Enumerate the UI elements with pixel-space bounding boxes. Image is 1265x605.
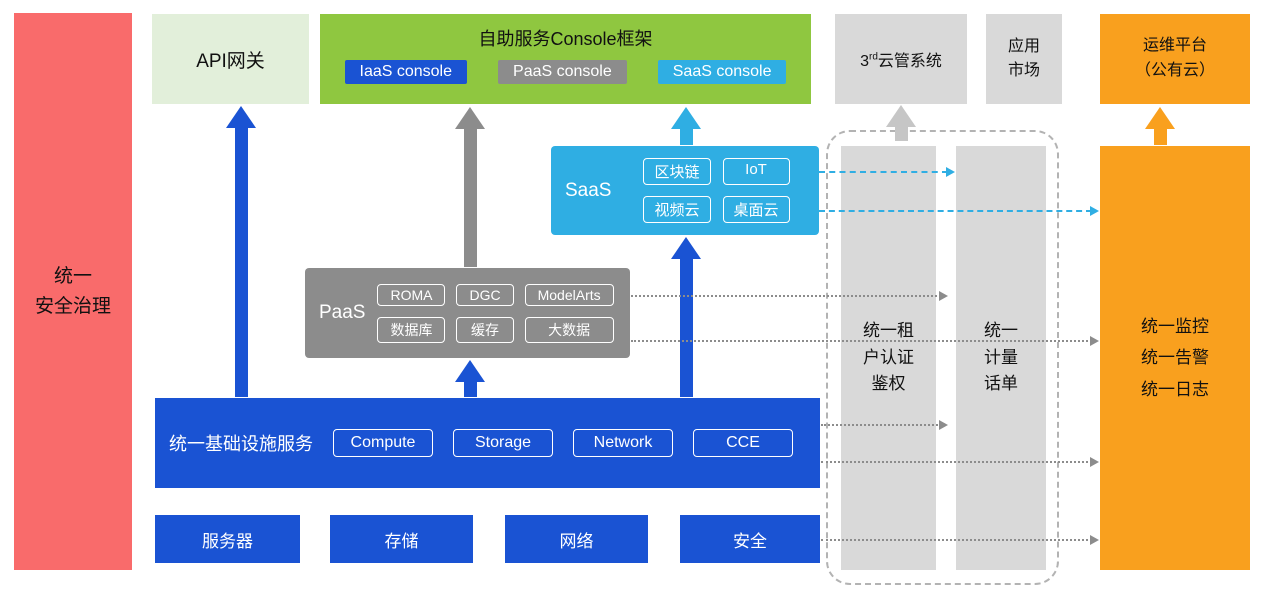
third-party-cloud-box: 3rd云管系统 [835,14,967,104]
paas-badge-bigdata: 大数据 [524,316,614,343]
arrow-up-monitor-to-ops-icon [1144,107,1176,145]
paas-badge-database: 数据库 [377,316,446,343]
arrow-up-saas-to-console-icon [670,107,702,145]
paas-badge-modelarts: ModelArts [524,283,614,306]
infra-badge-compute: Compute [333,429,433,457]
infra-badge-storage: Storage [453,429,553,457]
connector-saas-to-monitor-line [819,206,1099,216]
paas-badge-dgc: DGC [456,283,514,306]
security-governance-bar: 统一 安全治理 [14,13,132,570]
saas-console-badge: SaaS console [657,60,787,84]
tenant-services-dashed-border [826,130,1059,585]
infra-badge-network: Network [573,429,673,457]
connector-paas-to-monitor-line [631,336,1099,346]
saas-badges-grid: 区块链 IoT 视频云 桌面云 [643,158,790,223]
hardware-box-network: 网络 [505,515,648,563]
console-framework-box: 自助服务Console框架 IaaS console PaaS console … [320,14,811,104]
connector-security-to-monitor-line [821,535,1099,545]
infrastructure-label: 统一基础设施服务 [169,434,313,454]
monitor-alarm-log-bar: 统一监控 统一告警 统一日志 [1100,146,1250,570]
arrow-up-infra-to-api-gateway-icon [225,106,257,397]
paas-box: PaaS ROMA DGC ModelArts 数据库 缓存 大数据 [305,268,630,358]
paas-label: PaaS [319,302,366,323]
saas-badge-iot: IoT [722,158,790,185]
arrow-up-infra-to-paas-icon [454,360,486,397]
saas-badge-blockchain: 区块链 [643,158,711,185]
console-badges-row: IaaS console PaaS console SaaS console [344,60,787,84]
hardware-box-storage: 存储 [330,515,473,563]
arrow-up-infra-to-saas-icon [670,237,702,397]
console-framework-title: 自助服务Console框架 [478,29,653,49]
api-gateway-box: API网关 [152,14,309,104]
hardware-box-security: 安全 [680,515,820,563]
arrow-up-paas-to-console-icon [454,107,486,267]
saas-badge-video-cloud: 视频云 [643,196,711,223]
iaas-console-badge: IaaS console [344,60,468,84]
connector-infra-to-auth-billing-line [821,420,948,430]
connector-saas-to-auth-billing-line [819,167,955,177]
saas-label: SaaS [565,179,612,201]
third-party-cloud-label: 3rd云管系统 [860,51,942,70]
ops-platform-box: 运维平台 （公有云） [1100,14,1250,104]
paas-badge-roma: ROMA [377,283,446,306]
infrastructure-bar: 统一基础设施服务 Compute Storage Network CCE [155,398,820,488]
saas-badge-desktop-cloud: 桌面云 [722,196,790,223]
paas-badge-cache: 缓存 [456,316,514,343]
arrow-up-group-to-third-party-icon [885,105,917,141]
paas-console-badge: PaaS console [498,60,627,84]
metering-billing-bar: 统一 计量 话单 [956,146,1046,570]
saas-box: SaaS 区块链 IoT 视频云 桌面云 [551,146,819,235]
connector-infra-to-monitor-line [821,457,1099,467]
connector-paas-to-auth-billing-line [631,291,948,301]
app-market-box: 应用 市场 [986,14,1062,104]
hardware-box-server: 服务器 [155,515,300,563]
infra-badge-cce: CCE [693,429,793,457]
tenant-auth-bar: 统一租 户认证 鉴权 [841,146,936,570]
paas-badges-grid: ROMA DGC ModelArts 数据库 缓存 大数据 [377,283,614,343]
